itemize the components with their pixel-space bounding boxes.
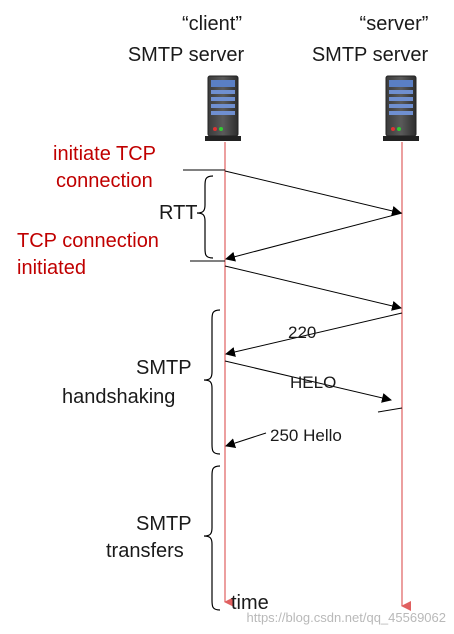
time-label: time: [231, 592, 269, 614]
msg-220-label: 220: [288, 323, 316, 342]
server-host-quoted: “server”: [360, 13, 429, 35]
client-host-role: SMTP server: [128, 44, 245, 66]
client-host-quoted: “client”: [182, 13, 242, 35]
transfers-brace: [203, 465, 221, 611]
msg-250-label: 250 Hello: [270, 426, 342, 445]
msg-helo-arrow: [224, 360, 392, 403]
server-host-role: SMTP server: [312, 44, 429, 66]
syn-arrow: [224, 170, 402, 216]
rtt-label: RTT: [159, 202, 198, 224]
watermark-text: https://blog.csdn.net/qq_45569062: [247, 610, 447, 625]
server-server-icon: [383, 75, 419, 141]
msg-220-arrow: [225, 312, 403, 357]
rtt-brace: [196, 175, 214, 259]
client-server-icon: [205, 75, 241, 141]
tcp-initiated-label-line1: TCP connection: [17, 230, 159, 252]
tcp-initiated-label-line2: initiated: [17, 257, 86, 279]
handshaking-brace: [203, 309, 221, 455]
msg-250-arrow: [225, 432, 267, 448]
initiate-tcp-label-line1: initiate TCP: [53, 143, 156, 165]
transfers-label-line2: transfers: [106, 540, 184, 562]
initiate-tcp-label-line2: connection: [56, 170, 153, 192]
transfers-label-line1: SMTP: [136, 513, 192, 535]
msg-helo-label: HELO: [290, 373, 336, 392]
handshaking-label-line1: SMTP: [136, 357, 192, 379]
msg-250-tail: [377, 407, 403, 413]
synack-arrow: [225, 212, 403, 262]
ack-arrow: [224, 265, 402, 311]
handshaking-label-line2: handshaking: [62, 386, 175, 408]
